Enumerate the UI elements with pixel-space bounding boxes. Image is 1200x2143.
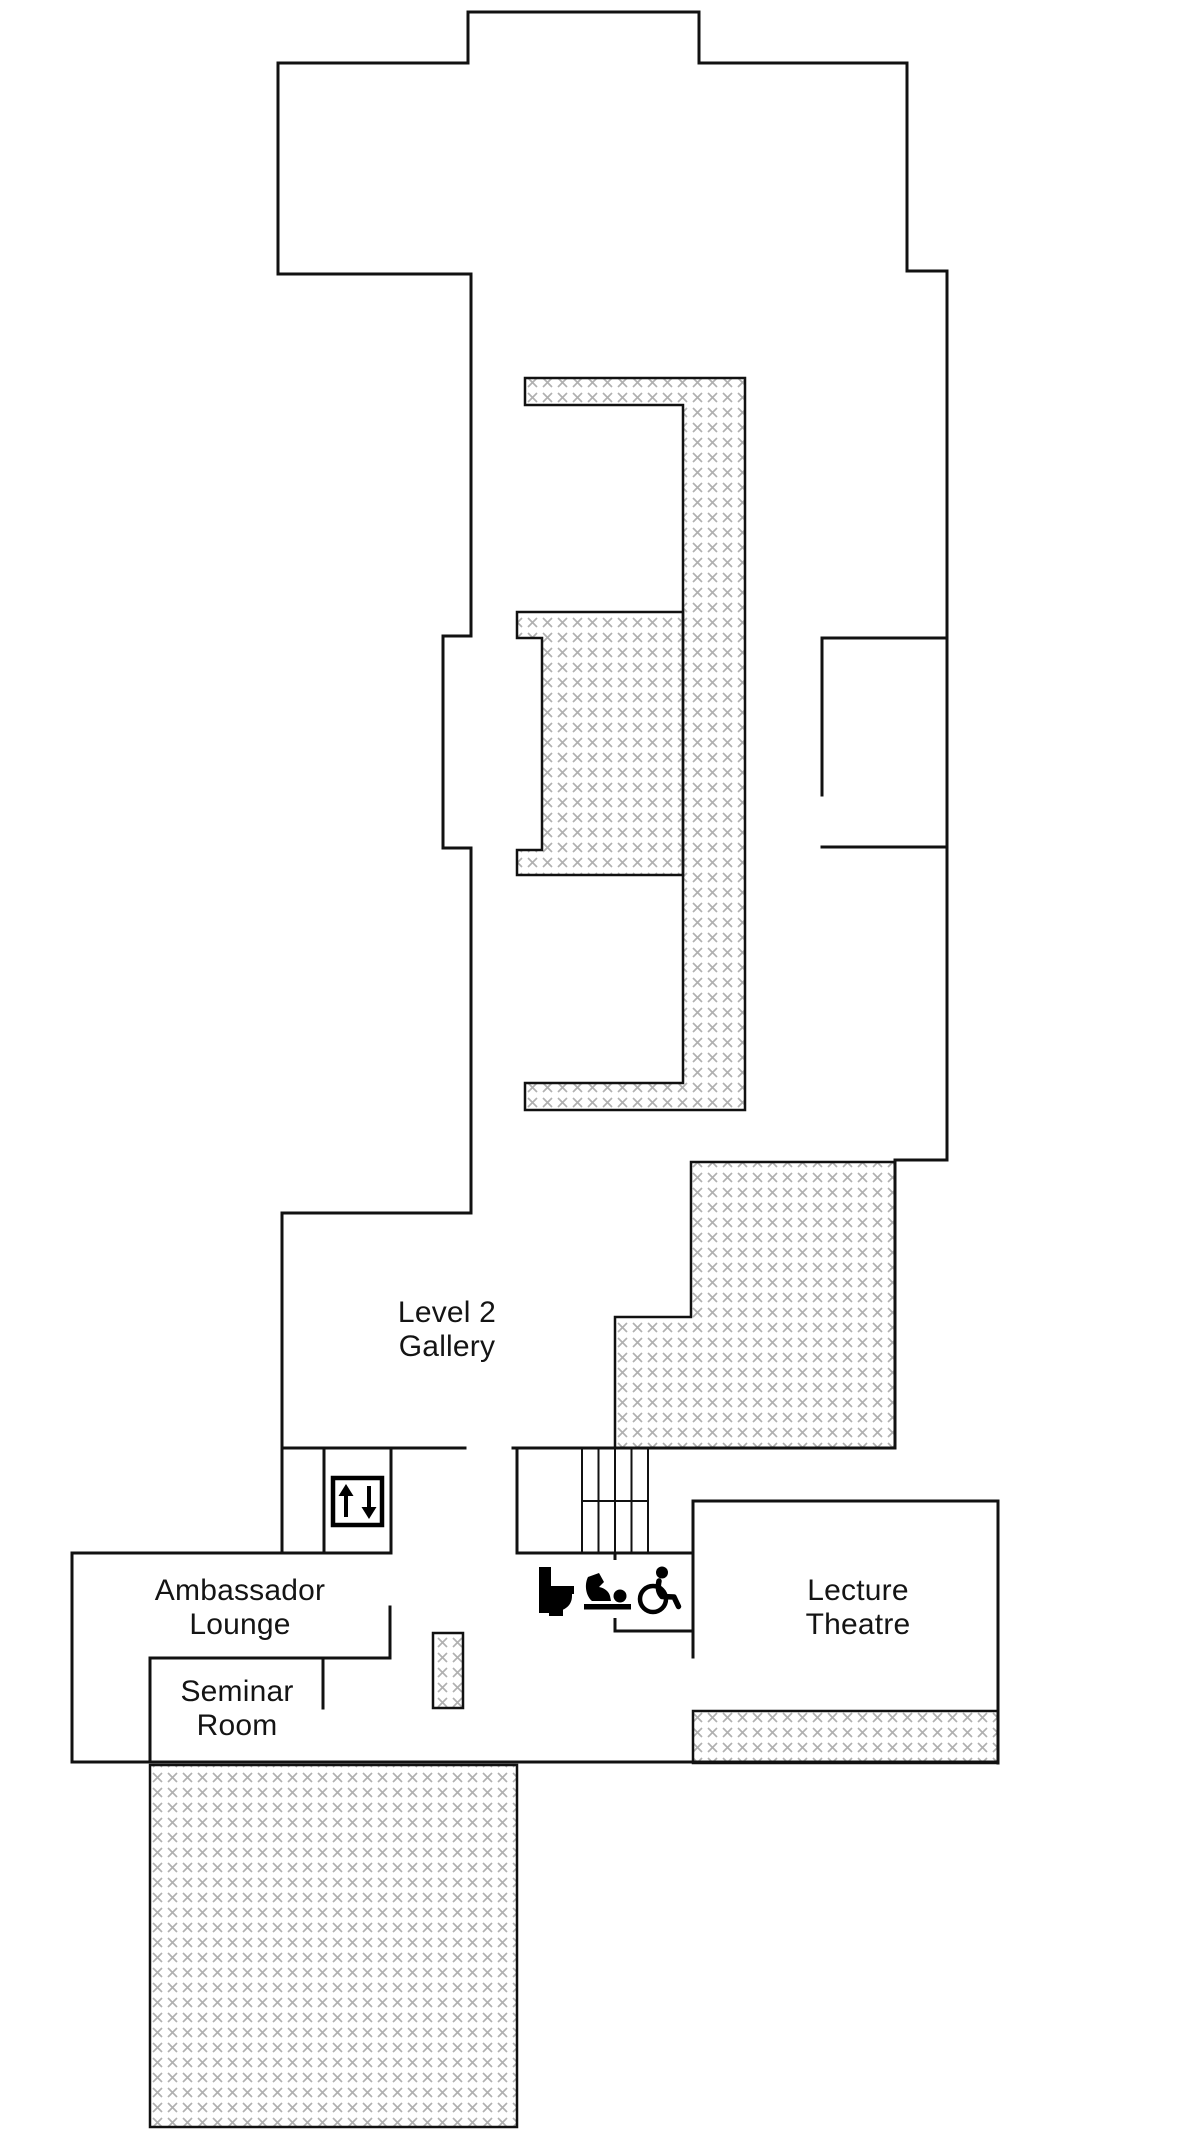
building-outline bbox=[70, 10, 1000, 1765]
toilet-icon bbox=[533, 1560, 579, 1620]
label-seminar-room: Seminar Room bbox=[180, 1675, 294, 1742]
baby-changing-icon bbox=[580, 1560, 634, 1618]
hatched-area-c-shape bbox=[523, 376, 747, 1112]
lift-down-arrow bbox=[361, 1486, 377, 1519]
hatched-area-central-block bbox=[515, 610, 685, 877]
label-lecture-theatre: Lecture Theatre bbox=[805, 1574, 911, 1641]
label-ambassador-lounge: Ambassador Lounge bbox=[154, 1574, 326, 1641]
stairs bbox=[581, 1448, 649, 1553]
hatched-area-right-block bbox=[613, 1160, 897, 1450]
hatched-area-small-block bbox=[431, 1631, 465, 1710]
wheelchair-icon bbox=[632, 1560, 686, 1620]
label-level2-gallery: Level 2 Gallery bbox=[397, 1296, 497, 1363]
lift-icon bbox=[330, 1475, 385, 1528]
hatched-area-lecture-strip bbox=[691, 1709, 1000, 1765]
hatched-areas bbox=[148, 376, 1000, 2129]
hatched-area-bottom-block bbox=[148, 1763, 519, 2129]
lift-up-arrow bbox=[338, 1484, 354, 1517]
